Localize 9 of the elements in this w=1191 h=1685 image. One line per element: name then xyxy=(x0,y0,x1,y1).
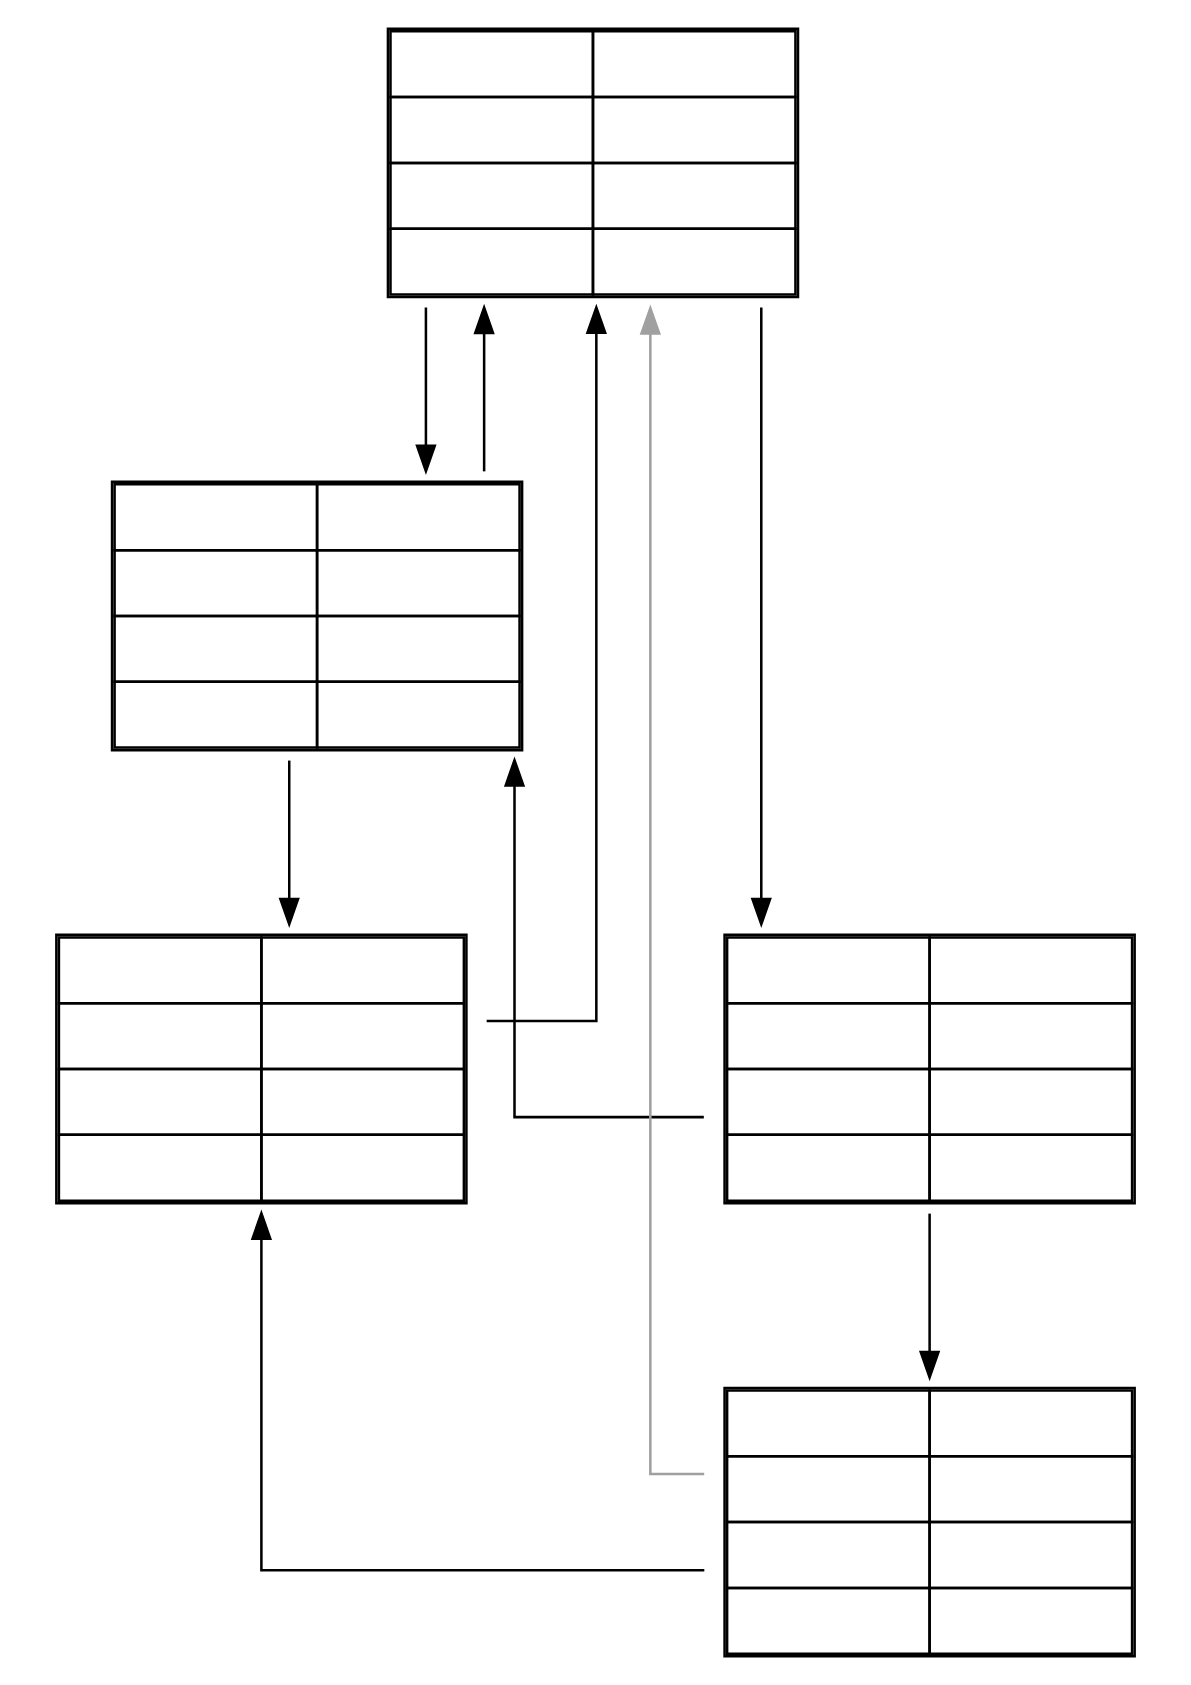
arrow xyxy=(918,1213,941,1382)
arrow xyxy=(750,307,772,929)
arrow xyxy=(278,760,300,929)
arrow xyxy=(486,303,607,1023)
arrow xyxy=(415,307,437,476)
arrow xyxy=(250,1209,705,1572)
arrow xyxy=(639,304,705,1476)
arrow xyxy=(473,303,495,472)
arrow xyxy=(503,756,704,1119)
